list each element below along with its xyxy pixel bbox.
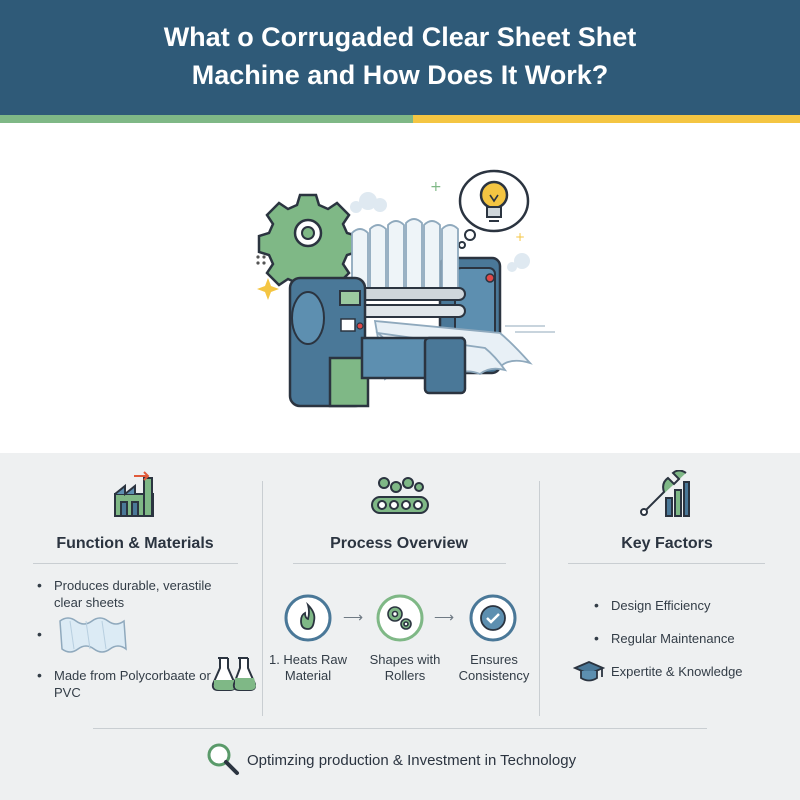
sparkle-icon: + + <box>256 179 525 300</box>
factor-regular-maintenance: •Regular Maintenance <box>594 630 735 646</box>
bullet-produces: •Produces durable, verastile clear sheet… <box>37 577 212 610</box>
gears-icon <box>376 594 424 642</box>
flame-icon <box>284 594 332 642</box>
wrench-chart-icon <box>640 470 690 517</box>
step-shapes: Shapes with Rollers <box>369 652 441 683</box>
conveyor-icon <box>371 477 429 514</box>
cloud-icon <box>350 192 555 333</box>
section-rule <box>568 563 765 564</box>
graduation-cap-icon <box>573 661 605 682</box>
column-divider <box>539 481 540 716</box>
process-overview-title: Process Overview <box>330 535 468 552</box>
arrow-icon: ⟶ <box>343 609 364 625</box>
magnifier-icon <box>207 743 239 775</box>
svg-text:+: + <box>515 230 525 244</box>
function-materials-title: Function & Materials <box>56 535 214 552</box>
section-rule <box>33 563 238 564</box>
lightbulb-icon <box>458 169 530 249</box>
arrow-icon: ⟶ <box>434 609 455 625</box>
footer-text: Optimzing production & Investment in Tec… <box>247 752 577 769</box>
header-banner: What o Corrugaded Clear Sheet Shet Machi… <box>0 0 800 115</box>
corrugated-sheet-icon <box>59 617 127 653</box>
step-heats: 1. Heats Raw Material <box>268 652 348 683</box>
column-divider <box>262 481 263 716</box>
footer-rule <box>93 728 707 729</box>
title-line-1: What o Corrugaded Clear Sheet Shet <box>163 22 637 52</box>
hero-illustration: + + <box>0 123 800 453</box>
page-title: What o Corrugaded Clear Sheet Shet Machi… <box>0 0 800 94</box>
svg-text:+: + <box>430 179 442 195</box>
factor-design-efficiency: •Design Efficiency <box>594 597 711 613</box>
factor-expertise: Expertite & Knowledge <box>611 664 743 679</box>
accent-stripe-green <box>0 115 413 123</box>
step-ensures: Ensures Consistency <box>458 652 530 683</box>
machine-illustration <box>288 218 533 408</box>
accent-stripe-yellow <box>413 115 800 123</box>
section-rule <box>293 563 506 564</box>
bullet-made-from: •Made from Polycorbaate or PVC <box>37 667 211 700</box>
factory-icon <box>114 471 154 517</box>
title-line-2: Machine and How Does It Work? <box>191 60 609 90</box>
check-icon <box>469 594 517 642</box>
key-factors-title: Key Factors <box>621 535 713 552</box>
flasks-icon <box>211 657 256 691</box>
